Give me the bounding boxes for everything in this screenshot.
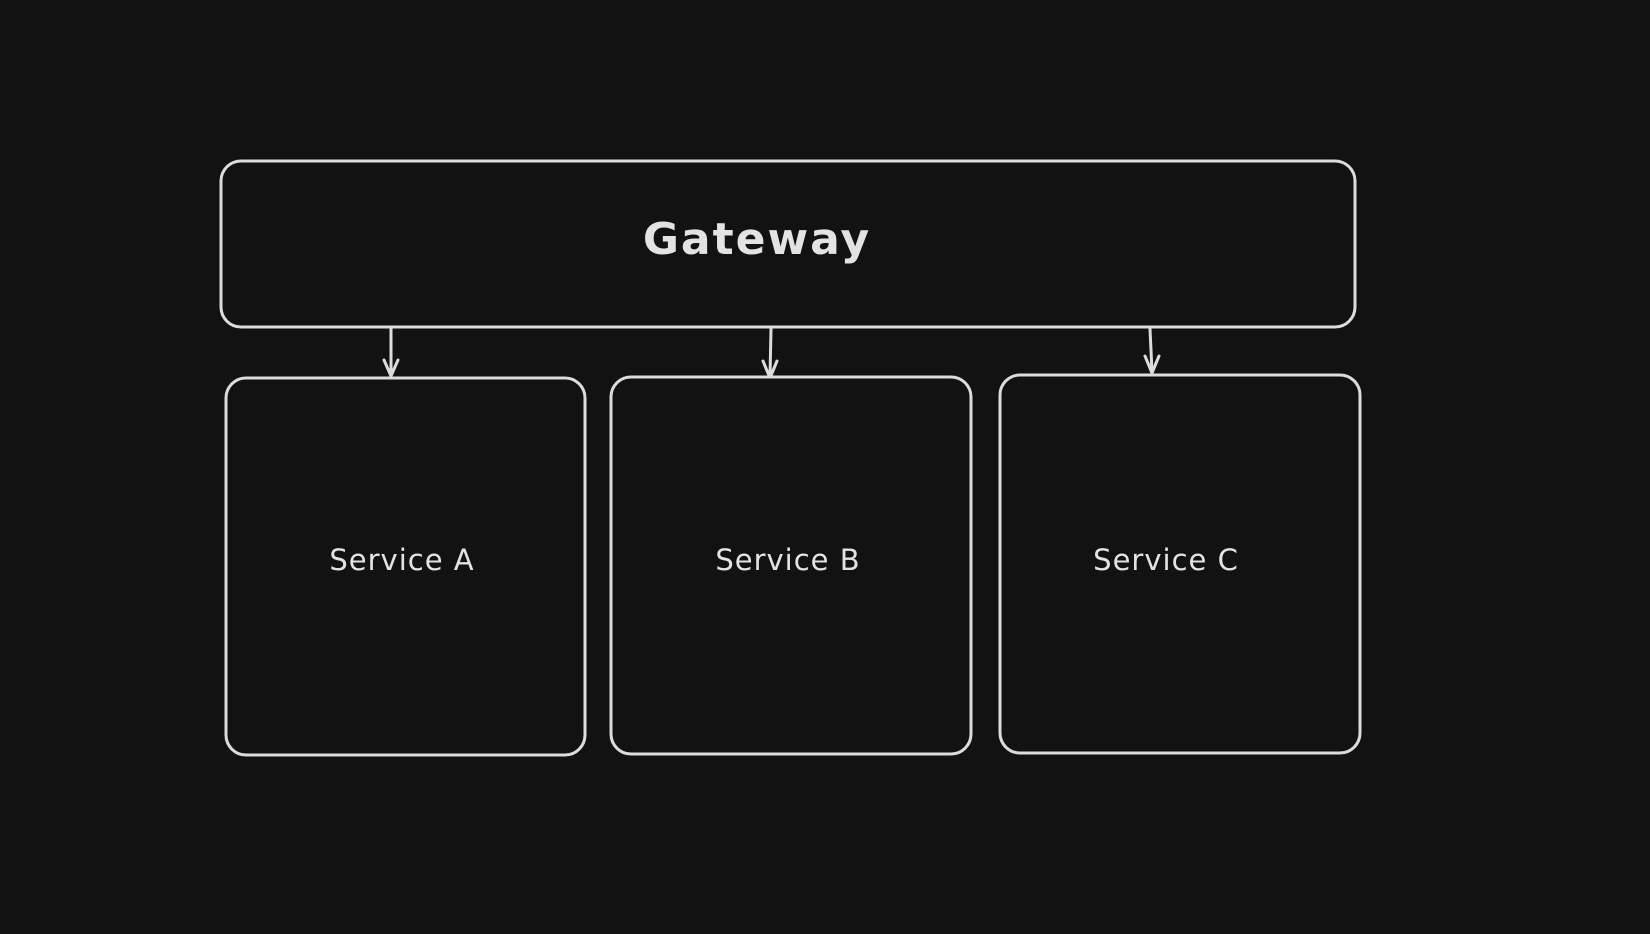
service-b-box [609, 375, 973, 756]
arrow-gateway-to-service-c [1143, 327, 1161, 377]
service-b-node[interactable]: Service B [609, 375, 973, 756]
service-c-box [998, 373, 1362, 755]
gateway-node[interactable]: Gateway [219, 159, 1357, 329]
service-a-label: Service A [329, 543, 474, 577]
gateway-label: Gateway [643, 214, 871, 265]
arrow-gateway-to-service-a [382, 327, 400, 380]
service-a-node[interactable]: Service A [224, 376, 587, 757]
service-c-node[interactable]: Service C [998, 373, 1362, 755]
arrow-gateway-to-service-b [761, 327, 779, 382]
service-b-label: Service B [715, 543, 860, 577]
gateway-box [219, 159, 1357, 329]
service-c-label: Service C [1093, 543, 1239, 577]
service-a-box [224, 376, 587, 757]
